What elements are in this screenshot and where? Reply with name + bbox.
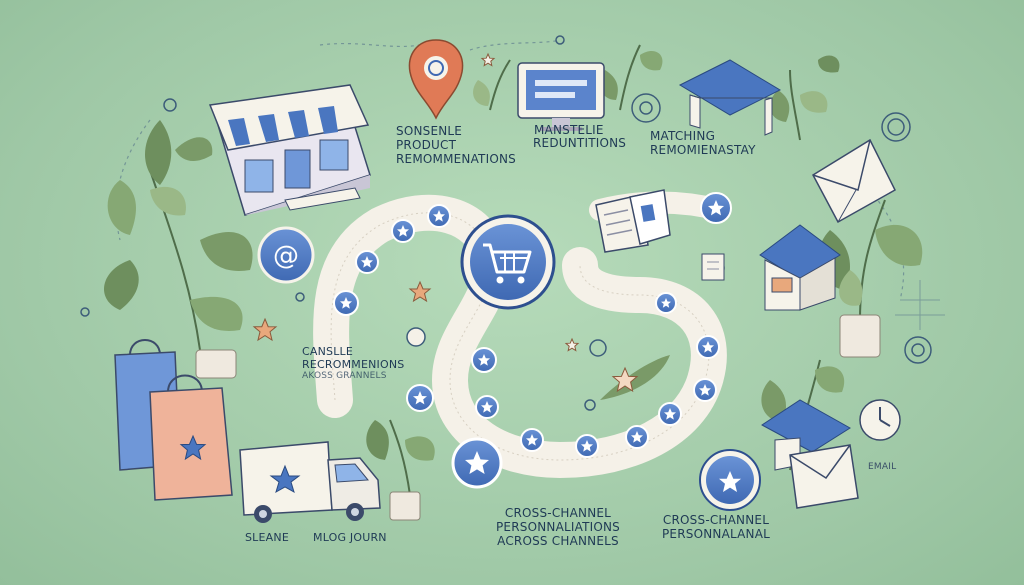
label-sleane: SLEANE: [245, 531, 289, 544]
clock-icon: [859, 399, 901, 441]
label-cross-channel-personnalanal: CROSS-CHANNEL PERSONNALANAL: [662, 513, 771, 541]
delivery-truck-icon: [239, 441, 381, 523]
label-email: EMAIL: [868, 462, 897, 472]
grid-lines: [895, 280, 945, 330]
plant-pot: [389, 491, 421, 521]
star-icon: [252, 52, 639, 393]
monitor-icon: [517, 62, 605, 131]
label-manstelie: MANSTELIE: [534, 123, 604, 137]
label-cross-channel-personalizations: CROSS-CHANNEL PERSONNALIATIONS ACROSS CH…: [496, 506, 620, 548]
label-matching-recommendations: MATCHING REMOMIENASTAY: [650, 129, 756, 157]
label-product-recommendations: SONSENLE PRODUCT REMOMMENATIONS: [396, 124, 516, 166]
shopping-cart-icon: [460, 214, 556, 310]
clock-icon: [699, 449, 761, 511]
plant-pot: [839, 314, 881, 358]
plant-icon: [770, 55, 840, 141]
shopping-bags-icon: [114, 339, 233, 501]
star-badges: [333, 192, 732, 489]
envelope-icon: [812, 138, 896, 224]
document-icon: [595, 189, 671, 253]
storefront-icon: [759, 224, 841, 311]
label-redundtitions: REDUNTITIONS: [533, 136, 627, 150]
document-icon: [701, 253, 725, 281]
label-mlog-journ: MLOG JOURN: [313, 531, 387, 544]
clock-icon: [631, 93, 661, 123]
location-pin-icon: [408, 39, 464, 120]
at-sign-icon: @: [257, 226, 315, 284]
plant-icon: [599, 44, 663, 111]
envelope-icon: [789, 444, 859, 509]
plant-icon: [103, 120, 253, 351]
plant-icon: [366, 419, 435, 496]
svg-text:@: @: [273, 241, 299, 271]
plant-icon: [473, 59, 511, 111]
plant-pot: [195, 349, 237, 379]
label-cansile-recrommenions: CANSLLE RECROMMENIONS AKOSS GRANNELS: [302, 345, 405, 382]
storefront-icon: [208, 84, 371, 216]
plant-icon: [761, 359, 845, 471]
awning-shop-icon: [678, 59, 782, 136]
